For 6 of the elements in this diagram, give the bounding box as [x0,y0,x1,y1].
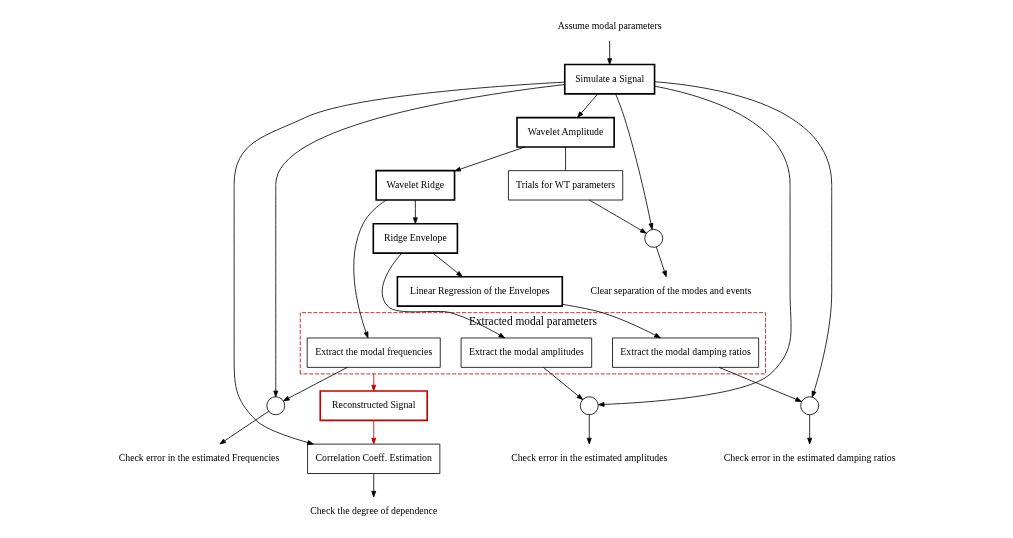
node-text: Check error in the estimated damping ratios [723,452,895,464]
node-text: Assume modal parameters [557,19,662,31]
node-text: Check the degree of dependence [309,505,437,517]
node-text: Check error in the estimated amplitudes [510,452,667,464]
node-text: Clear separation of the modes and events [589,284,751,296]
node-text: Check error in the estimated Frequencies [118,452,279,464]
